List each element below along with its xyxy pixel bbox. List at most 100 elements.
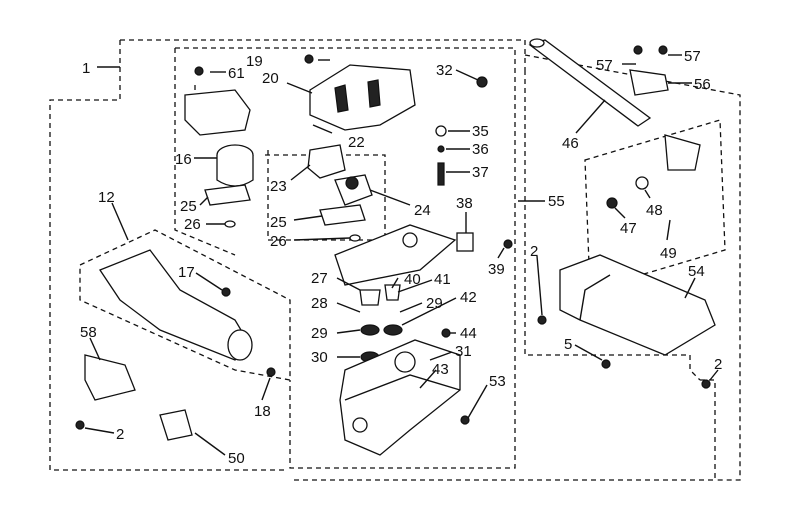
callout-25a: 25 bbox=[180, 198, 197, 215]
bracket-edge bbox=[579, 274, 611, 321]
callout-2a: 2 bbox=[530, 243, 538, 260]
leader-25a bbox=[199, 196, 209, 206]
valve-body-edge bbox=[344, 374, 461, 401]
leader-2b bbox=[709, 369, 719, 381]
bottom-boundary bbox=[290, 379, 716, 481]
fitting-part bbox=[159, 409, 193, 441]
screw-57a bbox=[633, 45, 643, 55]
screw-44 bbox=[441, 328, 451, 338]
valve-body-port bbox=[394, 351, 416, 373]
washer-26b bbox=[349, 234, 361, 242]
inner-boundary bbox=[175, 47, 516, 469]
gasket-plate-part-2 bbox=[319, 204, 366, 226]
callout-53: 53 bbox=[489, 373, 506, 390]
part-shapes bbox=[84, 38, 716, 456]
callout-31: 31 bbox=[455, 343, 472, 360]
leader-41 bbox=[397, 279, 433, 293]
valve-cover-part bbox=[309, 64, 416, 131]
pilot-assembly-box bbox=[79, 229, 291, 381]
fasteners bbox=[75, 45, 711, 430]
leader-18 bbox=[261, 377, 271, 401]
callout-26a: 26 bbox=[184, 216, 201, 233]
callout-47: 47 bbox=[620, 220, 637, 237]
inner-boundary-left bbox=[174, 48, 236, 256]
outer-boundary-left bbox=[49, 40, 285, 471]
leader-31 bbox=[429, 351, 453, 361]
callout-56: 56 bbox=[694, 76, 711, 93]
switch-knob-part bbox=[345, 176, 359, 190]
callout-48: 48 bbox=[646, 202, 663, 219]
leader-50 bbox=[194, 432, 226, 456]
callout-1: 1 bbox=[82, 60, 90, 77]
gasket-plate-part bbox=[204, 184, 251, 206]
washer-part bbox=[360, 324, 380, 336]
leader-39 bbox=[497, 247, 505, 259]
leader-54 bbox=[684, 277, 696, 299]
leader-20 bbox=[286, 82, 313, 94]
leader-47 bbox=[614, 207, 626, 219]
leader-49 bbox=[666, 219, 671, 241]
leader-42 bbox=[401, 297, 457, 326]
screw-5 bbox=[601, 359, 611, 369]
callout-25b: 25 bbox=[270, 214, 287, 231]
leader-17 bbox=[195, 272, 223, 291]
screw-17 bbox=[221, 287, 231, 297]
screw-2a bbox=[537, 315, 547, 325]
callout-58: 58 bbox=[80, 324, 97, 341]
callout-2c: 2 bbox=[116, 426, 124, 443]
fitting-assembly-part bbox=[664, 134, 701, 171]
switch-body-part bbox=[334, 174, 373, 206]
callout-29b: 29 bbox=[426, 295, 443, 312]
callout-20: 20 bbox=[262, 70, 279, 87]
switch-bracket-part bbox=[307, 144, 346, 179]
callout-54: 54 bbox=[688, 263, 705, 280]
callout-41: 41 bbox=[434, 271, 451, 288]
nut-32 bbox=[476, 76, 488, 88]
leader-46 bbox=[575, 99, 606, 134]
leader-22 bbox=[312, 124, 333, 134]
callout-5: 5 bbox=[564, 336, 572, 353]
valve-plate-boss bbox=[402, 232, 418, 248]
leader-lines bbox=[84, 54, 719, 456]
leader-24 bbox=[369, 189, 411, 206]
callout-55: 55 bbox=[548, 193, 565, 210]
callout-42: 42 bbox=[460, 289, 477, 306]
leader-2c bbox=[84, 427, 115, 434]
screw-57b bbox=[658, 45, 668, 55]
outer-boundary-top bbox=[120, 39, 701, 381]
callout-49: 49 bbox=[660, 245, 677, 262]
solenoid-body-part bbox=[216, 155, 254, 187]
block-38 bbox=[456, 232, 474, 252]
callout-32: 32 bbox=[436, 62, 453, 79]
valve-cover-slot-2 bbox=[367, 79, 381, 108]
screw-61 bbox=[194, 66, 204, 76]
screw-53 bbox=[460, 415, 470, 425]
leader-12 bbox=[111, 202, 129, 241]
callout-39: 39 bbox=[488, 261, 505, 278]
callout-50: 50 bbox=[228, 450, 245, 467]
spring-part-2 bbox=[384, 284, 401, 301]
callout-44: 44 bbox=[460, 325, 477, 342]
valve-plate-part bbox=[334, 224, 457, 286]
leader-23 bbox=[290, 164, 311, 181]
callout-16: 16 bbox=[175, 151, 192, 168]
washer-26a bbox=[224, 220, 236, 228]
valve-body-part bbox=[339, 339, 461, 456]
callout-12: 12 bbox=[98, 189, 115, 206]
callout-35: 35 bbox=[472, 123, 489, 140]
callout-30: 30 bbox=[311, 349, 328, 366]
cap-35 bbox=[435, 125, 447, 137]
callout-27: 27 bbox=[311, 270, 328, 287]
callout-17: 17 bbox=[178, 264, 195, 281]
callout-46: 46 bbox=[562, 135, 579, 152]
subassembly-49-box bbox=[584, 119, 726, 291]
callout-18: 18 bbox=[254, 403, 271, 420]
bracket-assembly-part bbox=[559, 254, 716, 356]
leader-32 bbox=[455, 69, 479, 81]
callout-22: 22 bbox=[348, 134, 365, 151]
pilot-burner-end bbox=[227, 329, 253, 361]
washer-part-3 bbox=[383, 324, 403, 336]
spring-37 bbox=[437, 162, 445, 186]
nut-18 bbox=[266, 367, 276, 377]
